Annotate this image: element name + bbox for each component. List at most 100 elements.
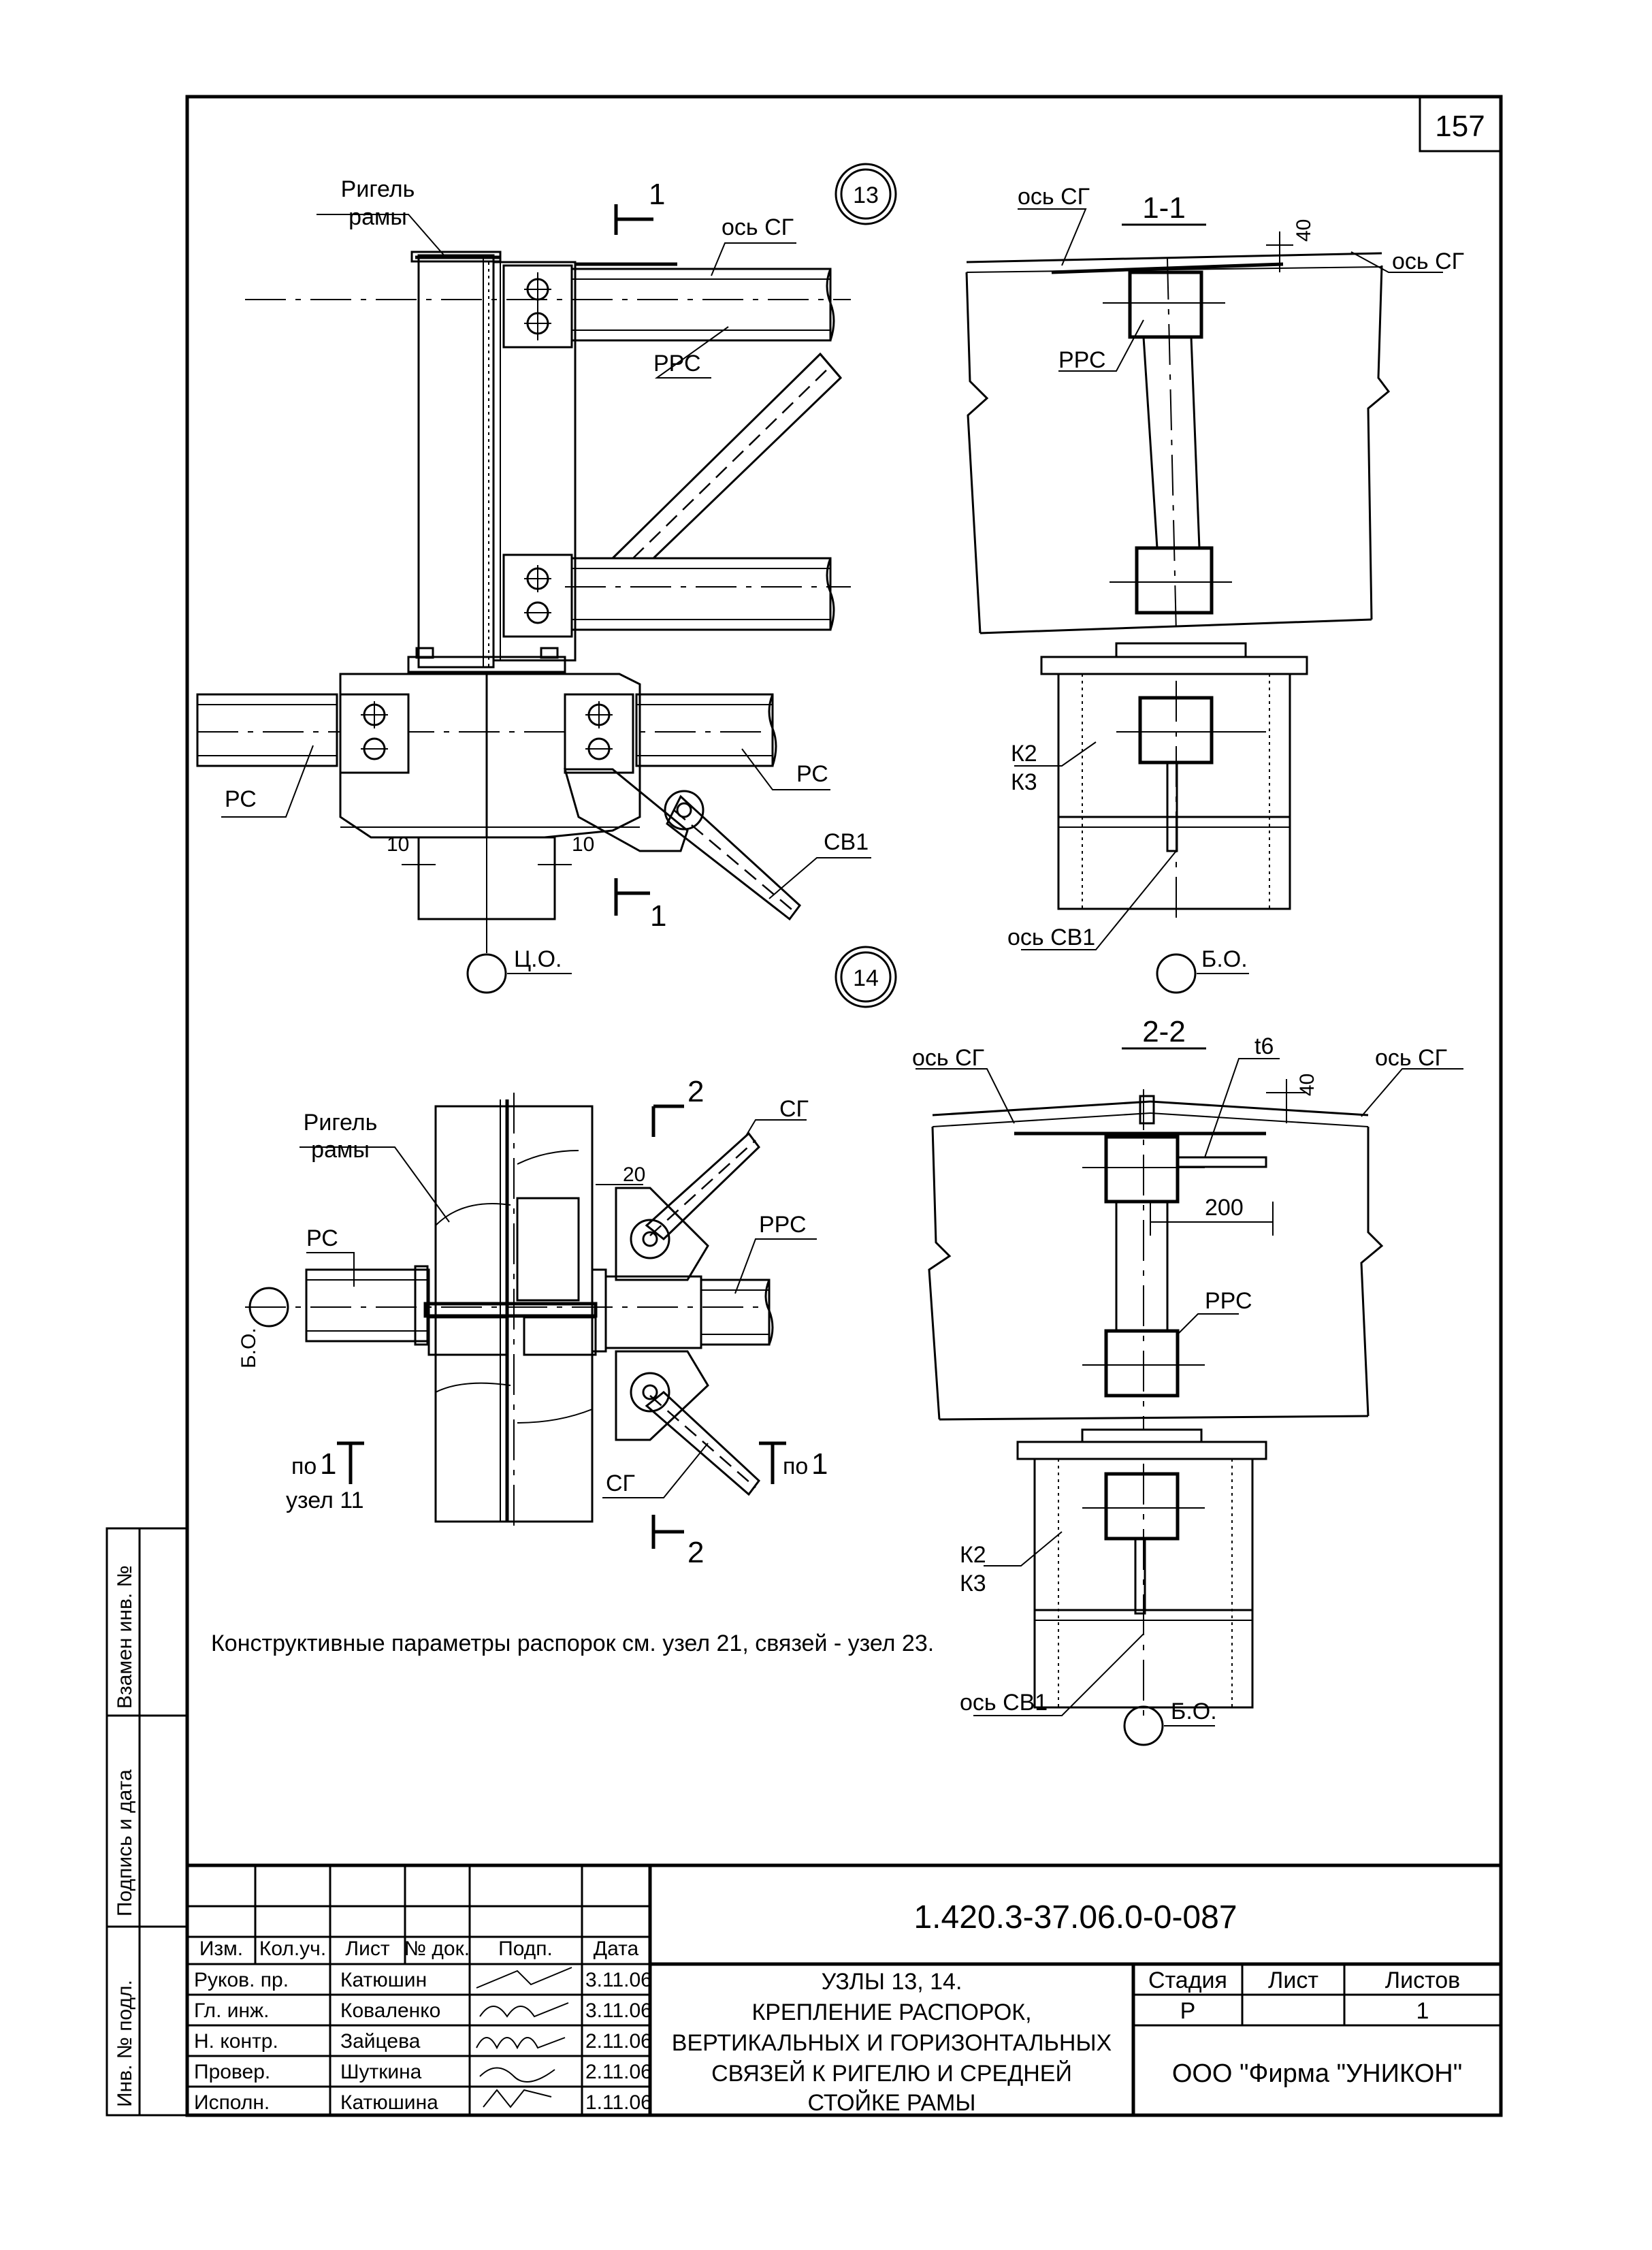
people-row: Исполн. Катюшина 1.11.06: [194, 2089, 652, 2114]
stage-label: Стадия: [1148, 1967, 1227, 1993]
node-13-view: 13: [196, 163, 897, 994]
drawing-title-line-1: УЗЛЫ 13, 14.: [822, 1969, 962, 1995]
node-13-rs-left-label: РС: [225, 786, 257, 812]
sheets-label: Листов: [1385, 1967, 1460, 1993]
section-2-2-title: 2-2: [1142, 1015, 1186, 1048]
section-2-2-dim-200: 200: [1205, 1195, 1244, 1221]
drawing-title-line-4: СВЯЗЕЙ К РИГЕЛЮ И СРЕДНЕЙ: [711, 2061, 1072, 2087]
node-13-dim-right: 10: [572, 833, 594, 856]
node-14-rrs-label: РРС: [759, 1212, 807, 1238]
section-2-2-k3-label: К3: [960, 1571, 986, 1596]
date-cell: 1.11.06: [585, 2091, 652, 2114]
node-14-view: 14: [238, 946, 897, 1569]
node-13-sv1-label: СВ1: [824, 829, 869, 855]
section-1-1-view: 1-1: [965, 184, 1464, 994]
role-cell: Н. контр.: [194, 2030, 278, 2053]
sheet-frame: 157: [185, 95, 1503, 2117]
col-header-izm: Изм.: [199, 1938, 243, 1960]
section-1-1-rrs-label: РРС: [1058, 347, 1106, 373]
node-13-cut-bottom-number: 1: [650, 899, 666, 933]
people-row: Н. контр. Зайцева 2.11.06: [194, 2030, 652, 2053]
section-2-2-axis-sg-left: ось СГ: [912, 1045, 984, 1071]
col-header-date: Дата: [594, 1938, 639, 1960]
node-14-rigel-label-1: Ригель: [304, 1110, 378, 1136]
signature-mark: [476, 2037, 566, 2050]
node-14-ref-left-uzel: узел 11: [286, 1488, 364, 1513]
section-2-2-axis-sv1-label: ось СВ1: [960, 1690, 1048, 1716]
node-14-sg-bottom-label: СГ: [606, 1470, 635, 1496]
node-13-rrs-label: РРС: [653, 351, 701, 376]
node-13-dim-left: 10: [387, 833, 409, 856]
section-2-2-dim-40: 40: [1296, 1074, 1318, 1096]
date-cell: 2.11.06: [585, 2061, 652, 2083]
node-14-dim-20: 20: [623, 1163, 645, 1186]
section-1-1-axis-sv1-label: ось СВ1: [1007, 925, 1095, 950]
section-2-2-axis-bo-label: Б.О.: [1171, 1699, 1217, 1724]
col-header-kol-uch: Кол.уч.: [259, 1938, 326, 1960]
name-cell: Шуткина: [340, 2061, 422, 2083]
node-14-cut-bottom-number: 2: [687, 1536, 704, 1569]
signature-mark: [479, 2067, 555, 2083]
drawing-title-line-3: ВЕРТИКАЛЬНЫХ И ГОРИЗОНТАЛЬНЫХ: [672, 2030, 1112, 2056]
side-label-podpis: Подпись и дата: [114, 1769, 136, 1916]
role-cell: Руков. пр.: [194, 1969, 289, 1991]
name-cell: Коваленко: [340, 1999, 440, 2022]
construction-note: Конструктивные параметры распорок см. уз…: [211, 1630, 934, 1656]
name-cell: Зайцева: [340, 2030, 421, 2053]
col-header-podp: Подп.: [498, 1938, 553, 1960]
drawing-title-line-2: КРЕПЛЕНИЕ РАСПОРОК,: [751, 1999, 1031, 2025]
section-1-1-k3-label: К3: [1011, 769, 1037, 795]
signature-mark: [483, 2089, 552, 2108]
sheets-value: 1: [1416, 1998, 1429, 2024]
col-header-doc: № док.: [404, 1938, 470, 1960]
signature-mark: [479, 2002, 569, 2018]
role-cell: Провер.: [194, 2061, 270, 2083]
side-label-inv: Инв. № подл.: [114, 1980, 136, 2107]
node-13-rs-right-label: РС: [796, 761, 828, 787]
sheet-number: 157: [1435, 110, 1485, 143]
people-row: Гл. инж. Коваленко 3.11.06: [194, 1999, 652, 2022]
node-14-ref-right-num: 1: [811, 1447, 828, 1481]
section-2-2-rrs-label: РРС: [1205, 1288, 1252, 1314]
sheet-label: Лист: [1268, 1967, 1318, 1993]
side-strip: Взамен инв. № Подпись и дата Инв. № подл…: [106, 1527, 189, 2117]
stage-value: Р: [1180, 1998, 1196, 2024]
section-1-1-axis-sg-left: ось СГ: [1018, 184, 1090, 210]
title-block: Изм. Кол.уч. Лист № док. Подп. Дата Руко…: [187, 1863, 1501, 2116]
people-row: Руков. пр. Катюшин 3.11.06: [194, 1967, 652, 1991]
role-cell: Гл. инж.: [194, 1999, 269, 2022]
node-14-ref-right-po: по: [783, 1453, 808, 1479]
section-1-1-title: 1-1: [1142, 191, 1186, 225]
node-14-rigel-label-2: рамы: [311, 1137, 370, 1163]
date-cell: 3.11.06: [585, 1999, 652, 2022]
section-1-1-axis-sg-right: ось СГ: [1392, 248, 1464, 274]
section-1-1-dim-40: 40: [1293, 219, 1315, 242]
name-cell: Катюшин: [340, 1969, 427, 1991]
section-1-1-k2-label: К2: [1011, 741, 1037, 767]
role-cell: Исполн.: [194, 2091, 270, 2114]
node-13-axis-center-label: Ц.О.: [514, 946, 562, 972]
col-header-list: Лист: [345, 1938, 389, 1960]
signature-mark: [476, 1967, 572, 1989]
section-1-1-axis-bo-label: Б.О.: [1201, 946, 1248, 972]
node-13-number: 13: [853, 182, 879, 208]
drawing-title-line-5: СТОЙКЕ РАМЫ: [808, 2090, 976, 2116]
date-cell: 3.11.06: [585, 1969, 652, 1991]
people-row: Провер. Шуткина 2.11.06: [194, 2061, 652, 2083]
section-2-2-axis-sg-right: ось СГ: [1375, 1045, 1447, 1071]
node-14-axis-bo-label: Б.О.: [238, 1328, 260, 1368]
node-13-rigel-label-1: Ригель: [341, 176, 415, 202]
node-13-rigel-label-2: рамы: [349, 204, 407, 230]
node-14-sg-top-label: СГ: [779, 1096, 809, 1122]
node-14-number: 14: [853, 965, 879, 991]
section-2-2-t6-label: t6: [1254, 1033, 1274, 1059]
node-14-ref-left-po: по: [291, 1453, 317, 1479]
side-label-zamen: Взамен инв. №: [114, 1565, 136, 1709]
company-name: ООО "Фирма "УНИКОН": [1172, 2059, 1462, 2088]
section-2-2-view: 2-2: [912, 1015, 1463, 1746]
drawing-code: 1.420.3-37.06.0-0-087: [913, 1899, 1237, 1935]
name-cell: Катюшина: [340, 2091, 438, 2114]
node-14-cut-top-number: 2: [687, 1075, 704, 1108]
node-13-cut-top-number: 1: [649, 178, 665, 211]
